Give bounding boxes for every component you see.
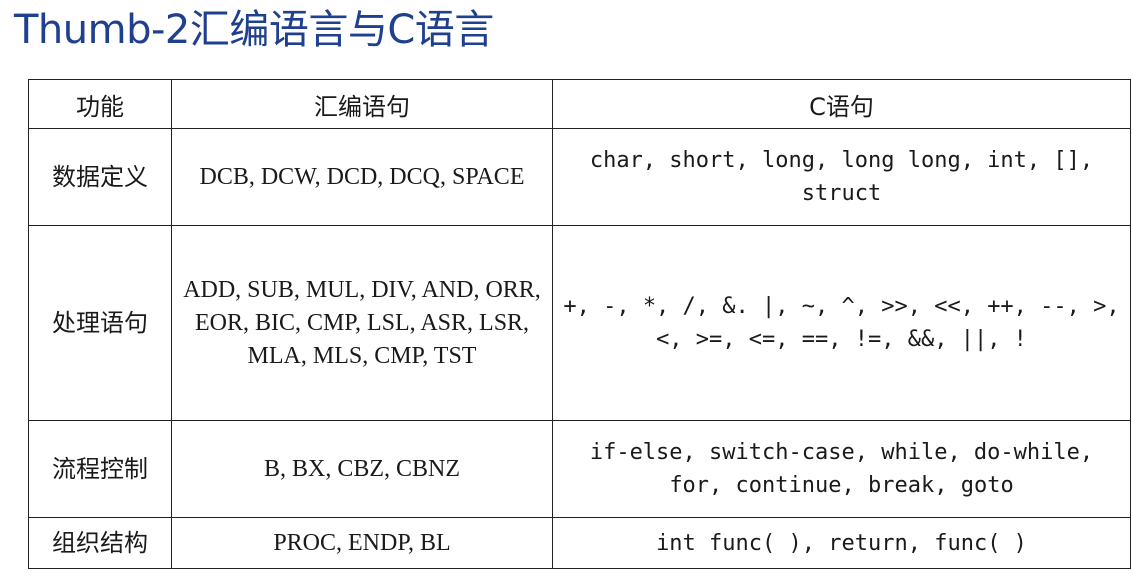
table-row: 处理语句 ADD, SUB, MUL, DIV, AND, ORR, EOR, … [28, 225, 1131, 421]
table-row: 流程控制 B, BX, CBZ, CBNZ if-else, switch-ca… [28, 420, 1131, 518]
table-header-row: 功能 汇编语句 C语句 [28, 79, 1131, 129]
header-assembly: 汇编语句 [171, 79, 553, 129]
cell-function: 处理语句 [28, 225, 172, 421]
header-c: C语句 [552, 79, 1131, 129]
cell-c: int func( ), return, func( ) [552, 517, 1131, 569]
cell-function: 流程控制 [28, 420, 172, 518]
cell-c: char, short, long, long long, int, [], s… [552, 128, 1131, 226]
header-function: 功能 [28, 79, 172, 129]
table-row: 组织结构 PROC, ENDP, BL int func( ), return,… [28, 517, 1131, 569]
page-title: Thumb-2汇编语言与C语言 [14, 7, 494, 53]
cell-assembly: PROC, ENDP, BL [171, 517, 553, 569]
cell-assembly: ADD, SUB, MUL, DIV, AND, ORR, EOR, BIC, … [171, 225, 553, 421]
cell-c: +, -, *, /, &. |, ~, ^, >>, <<, ++, --, … [552, 225, 1131, 421]
cell-assembly: B, BX, CBZ, CBNZ [171, 420, 553, 518]
comparison-table: 功能 汇编语句 C语句 数据定义 DCB, DCW, DCD, DCQ, SPA… [28, 79, 1131, 569]
table-row: 数据定义 DCB, DCW, DCD, DCQ, SPACE char, sho… [28, 128, 1131, 226]
cell-function: 组织结构 [28, 517, 172, 569]
cell-c: if-else, switch-case, while, do-while, f… [552, 420, 1131, 518]
cell-assembly: DCB, DCW, DCD, DCQ, SPACE [171, 128, 553, 226]
cell-function: 数据定义 [28, 128, 172, 226]
